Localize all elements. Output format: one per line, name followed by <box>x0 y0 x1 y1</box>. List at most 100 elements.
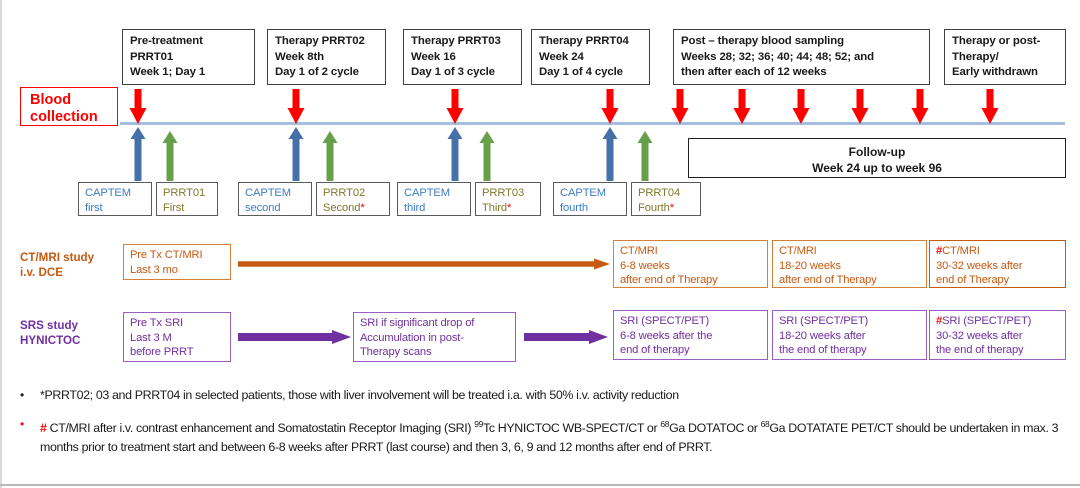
schedule-box-pre-treatment: Pre-treatment PRRT01 Week 1; Day 1 <box>122 29 255 85</box>
cycle-line: Fourth* <box>638 201 674 214</box>
srs-box-line: SRI (SPECT/PET) <box>620 315 710 327</box>
green-up-arrow-prrt-4 <box>637 131 653 181</box>
isotope-superscript: 68 <box>760 418 770 429</box>
ct-box-line: 18-20 weeks <box>779 259 841 272</box>
red-down-arrow-4 <box>601 89 619 125</box>
schedule-line: Post – therapy blood sampling <box>681 35 844 47</box>
cycle-box-captem-first: CAPTEM first <box>78 182 152 216</box>
cycle-line: CAPTEM <box>85 187 132 199</box>
schedule-line: Therapy PRRT03 <box>411 35 501 47</box>
srs-pre-line: Pre Tx SRI <box>130 317 184 329</box>
ct-mri-pre-tx-box: Pre Tx CT/MRI Last 3 mo <box>123 244 231 280</box>
ct-pre-line: Pre Tx CT/MRI <box>130 249 203 261</box>
cycle-line: PRRT03 <box>482 187 525 199</box>
ct-mri-row-label: CT/MRI study i.v. DCE <box>20 250 130 280</box>
cycle-box-prrt03-third: PRRT03 Third* <box>475 182 541 216</box>
srs-box-line: the end of therapy <box>779 344 867 357</box>
ct-mri-label-line2: i.v. DCE <box>20 266 63 279</box>
schedule-line: PRRT01 <box>130 50 174 63</box>
ct-mri-label-line1: CT/MRI study <box>20 251 95 264</box>
red-down-arrow-10 <box>981 89 999 125</box>
footnote-text-fragment: # <box>40 420 50 435</box>
asterisk-marker: * <box>507 201 512 214</box>
asterisk-marker: * <box>360 201 365 214</box>
ct-box-line: after end of Therapy <box>779 274 877 287</box>
schedule-line: Therapy PRRT04 <box>539 35 629 47</box>
cycle-box-prrt01-first: PRRT01 First <box>156 182 218 216</box>
schedule-line: Weeks 28; 32; 36; 40; 44; 48; 52; and <box>681 50 874 63</box>
srs-box-6-8-weeks: SRI (SPECT/PET) 6-8 weeks after the end … <box>613 310 768 360</box>
cycle-line: fourth <box>560 201 589 214</box>
srs-row-label: SRS study HYNICTOC <box>20 318 130 348</box>
srs-arrow-2 <box>524 330 608 344</box>
srs-box-line: #SRI (SPECT/PET) <box>936 315 1032 327</box>
follow-up-period: Week 24 up to week 96 <box>812 161 942 175</box>
schedule-line: Week 16 <box>411 50 456 63</box>
ct-box-line: CT/MRI <box>620 245 658 257</box>
red-down-arrow-7 <box>792 89 810 125</box>
cycle-box-prrt04-fourth: PRRT04 Fourth* <box>631 182 701 216</box>
footnote-asterisk-text: *PRRT02; 03 and PRRT04 in selected patie… <box>40 388 679 402</box>
footnote-text-fragment: CT/MRI after i.v. contrast enhancement a… <box>49 420 475 435</box>
red-down-arrow-9 <box>911 89 929 125</box>
blue-up-arrow-captem-1 <box>130 127 146 181</box>
ct-mri-box-6-8-weeks: CT/MRI 6-8 weeks after end of Therapy <box>613 240 768 288</box>
schedule-line: then after each of 12 weeks <box>681 66 827 78</box>
schedule-line: Week 1; Day 1 <box>130 66 206 78</box>
srs-box-line: 30-32 weeks after <box>936 329 1023 342</box>
footnote-asterisk: • *PRRT02; 03 and PRRT04 in selected pat… <box>14 386 1066 406</box>
bullet-marker-icon: • <box>20 416 25 431</box>
schedule-line: Therapy/ <box>952 50 999 63</box>
follow-up-box: Follow-up Week 24 up to week 96 <box>688 138 1066 178</box>
srs-box-line: end of therapy <box>620 344 690 357</box>
ct-box-line: 30-32 weeks after <box>936 259 1023 272</box>
cycle-line: second <box>245 201 281 214</box>
cycle-line: Second* <box>323 201 365 214</box>
schedule-box-post-therapy-sampling: Post – therapy blood sampling Weeks 28; … <box>673 29 930 85</box>
srs-box-line: the end of therapy <box>936 344 1024 357</box>
footnote-text-fragment: Ga DOTATATE PET/CT should be undertaken … <box>40 420 1059 455</box>
schedule-line: Early withdrawn <box>952 66 1038 78</box>
bottom-rule <box>0 484 1080 486</box>
srs-mid-line: Accumulation in post- <box>360 331 464 344</box>
bullet-marker-icon: • <box>20 388 25 402</box>
footnote-hash: • # CT/MRI after i.v. contrast enhanceme… <box>14 415 1066 458</box>
isotope-superscript: 68 <box>660 418 670 429</box>
footnote-text-fragment: Tc HYNICTOC WB-SPECT/CT or <box>482 420 661 435</box>
srs-mid-line: Therapy scans <box>360 346 432 359</box>
footnote-list: • *PRRT02; 03 and PRRT04 in selected pat… <box>14 386 1066 467</box>
srs-arrow-1 <box>238 330 351 344</box>
schedule-line: Day 1 of 2 cycle <box>275 66 359 78</box>
cycle-box-captem-third: CAPTEM third <box>397 182 471 216</box>
cycle-box-captem-second: CAPTEM second <box>238 182 312 216</box>
ct-box-line: after end of Therapy <box>620 274 718 287</box>
srs-box-30-32-weeks: #SRI (SPECT/PET) 30-32 weeks after the e… <box>929 310 1066 360</box>
srs-box-line: 6-8 weeks after the <box>620 329 713 342</box>
cycle-line: PRRT01 <box>163 187 206 199</box>
left-edge-rule <box>0 0 2 488</box>
srs-mid-line: SRI if significant drop of <box>360 317 475 329</box>
red-down-arrow-8 <box>851 89 869 125</box>
ct-box-line: CT/MRI <box>779 245 817 257</box>
srs-box-line: SRI (SPECT/PET) <box>779 315 869 327</box>
ct-box-line: end of Therapy <box>936 274 1009 287</box>
cycle-line: third <box>404 201 426 214</box>
schedule-line: Week 8th <box>275 50 325 63</box>
red-down-arrow-5 <box>671 89 689 125</box>
red-down-arrow-3 <box>446 89 464 125</box>
ct-box-line: #CT/MRI <box>936 245 980 257</box>
cycle-line: Third* <box>482 201 512 214</box>
hash-marker: # <box>936 245 943 257</box>
schedule-box-therapy-or-post-therapy: Therapy or post- Therapy/ Early withdraw… <box>944 29 1066 85</box>
srs-pre-line: before PRRT <box>130 346 194 359</box>
ct-pre-line: Last 3 mo <box>130 263 178 276</box>
srs-pre-line: Last 3 M <box>130 331 172 344</box>
cycle-line: PRRT04 <box>638 187 681 199</box>
cycle-line: First <box>163 201 185 214</box>
cycle-line: CAPTEM <box>404 187 451 199</box>
schedule-box-therapy-prrt04: Therapy PRRT04 Week 24 Day 1 of 4 cycle <box>531 29 650 85</box>
srs-label-line1: SRS study <box>20 319 78 332</box>
cycle-line: CAPTEM <box>560 187 607 199</box>
srs-mid-box: SRI if significant drop of Accumulation … <box>353 312 516 362</box>
